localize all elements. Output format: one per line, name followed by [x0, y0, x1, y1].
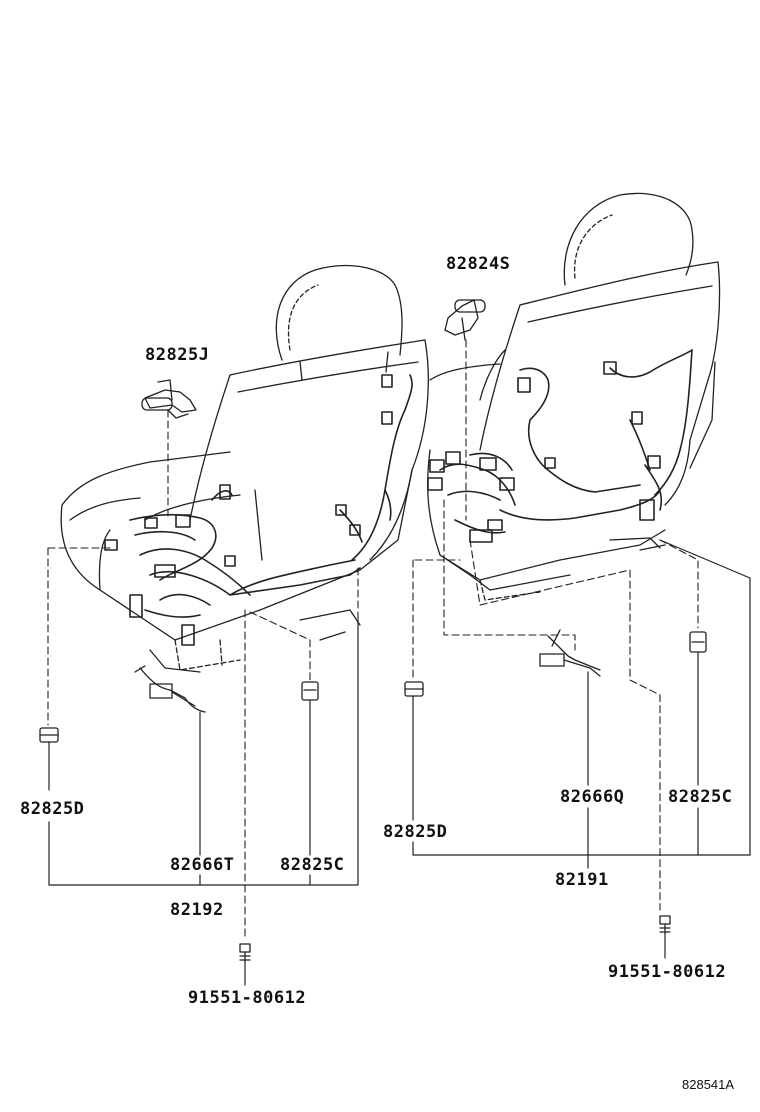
- clip-82825C-left-drawing: [301, 681, 319, 701]
- label-82666T: 82666T: [170, 855, 235, 875]
- label-82825C-right: 82825C: [668, 787, 733, 807]
- connector-82666Q-drawing: [539, 629, 601, 677]
- label-82824S: 82824S: [446, 254, 511, 274]
- reference-code: 828541A: [682, 1077, 735, 1092]
- label-91551-80612-left: 91551-80612: [188, 988, 307, 1008]
- label-82192: 82192: [170, 900, 224, 920]
- left-leader-lines: [48, 619, 359, 986]
- clip-82825D-left-drawing: [39, 727, 59, 743]
- bolt-91551-right-drawing: [659, 915, 671, 935]
- label-91551-80612-right: 91551-80612: [608, 962, 727, 982]
- right-leader-lines: [412, 539, 751, 959]
- clip-82824S-drawing: [444, 299, 486, 341]
- clip-82825C-right-drawing: [689, 631, 707, 653]
- clip-82825D-right-drawing: [404, 681, 424, 697]
- label-82825D-right: 82825D: [383, 822, 448, 842]
- right-seat-wire-harness: [427, 349, 693, 543]
- bolt-91551-left-drawing: [239, 943, 251, 963]
- label-82191: 82191: [555, 870, 609, 890]
- label-82825C-left: 82825C: [280, 855, 345, 875]
- label-82825J: 82825J: [145, 345, 210, 365]
- clip-82825J-drawing: [141, 379, 197, 419]
- connector-82666T-drawing: [134, 665, 206, 713]
- left-seat-wire-harness: [104, 374, 413, 646]
- right-dashed-leaders: [412, 339, 699, 911]
- label-82666Q: 82666Q: [560, 787, 625, 807]
- label-82825D-left: 82825D: [20, 799, 85, 819]
- right-seat-drawing: [427, 192, 721, 601]
